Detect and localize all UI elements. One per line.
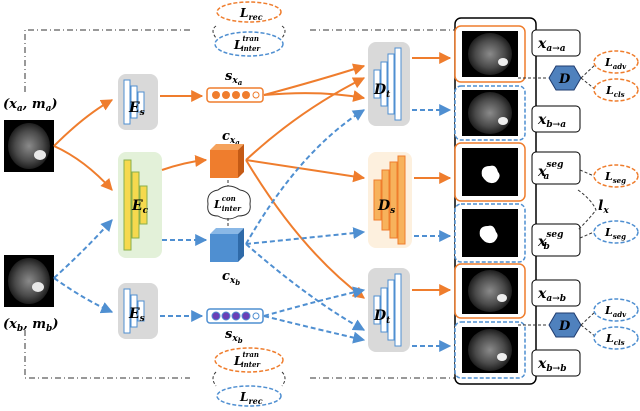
output-image-aa [454, 25, 526, 83]
arrow-ec-to-ca [161, 155, 208, 171]
loss-adv-bottom: Ladv [593, 298, 639, 322]
svg-text:Lrec: Lrec [239, 6, 263, 22]
decoder-segmentation: Ds [368, 152, 412, 248]
arrow-xa-to-es [53, 99, 114, 147]
svg-text:D: D [558, 72, 571, 87]
svg-text:Es: Es [128, 100, 145, 118]
svg-text:Dt: Dt [373, 82, 391, 100]
style-code-b: sxb [206, 308, 264, 345]
style-encoder-a: Es [118, 74, 158, 130]
arrow-sa-to-dt-top [263, 63, 366, 96]
loss-seg-top: Lseg [579, 164, 639, 188]
svg-text:D: D [558, 319, 571, 334]
output-image-seg-a [454, 142, 526, 202]
svg-text:sxa: sxa [225, 69, 243, 87]
svg-text:cxa: cxa [222, 129, 240, 147]
svg-text:cxb: cxb [222, 269, 240, 287]
arrow-sb-to-dt-bot2 [263, 315, 366, 344]
style-code-a: sxa [206, 69, 264, 103]
svg-text:xb→a: xb→a [537, 112, 566, 130]
output-label-ab: xa→b [531, 279, 581, 307]
loss-adv-top: Ladv [593, 50, 639, 74]
discriminator-bottom: D [518, 310, 597, 338]
svg-text:xa→b: xa→b [537, 286, 566, 304]
decoder-bottom: Dt [368, 268, 410, 352]
arrow-ca-to-ds [245, 159, 366, 183]
arrow-ca-to-dt-bot [245, 159, 365, 299]
arrow-xb-to-es [53, 277, 114, 314]
svg-text:Lrec: Lrec [239, 390, 263, 406]
decoder-top: Dt [368, 42, 410, 126]
output-image-ab [454, 263, 526, 319]
arrow-ca-to-dt-top [245, 77, 366, 161]
svg-text:Lcls: Lcls [605, 332, 625, 347]
svg-text:xb→b: xb→b [537, 356, 567, 374]
loss-bracket-top-right [281, 25, 286, 39]
svg-text:Ladv: Ladv [604, 304, 627, 319]
input-image-a [4, 120, 54, 172]
loss-bracket-top-left [212, 25, 217, 39]
arrow-cb-to-ds [245, 227, 366, 245]
content-encoder: Ec [118, 152, 162, 258]
arrow-xb-to-ec [53, 219, 113, 279]
svg-text:xa→a: xa→a [537, 36, 566, 54]
reconstruction-loop-top [24, 29, 460, 92]
loss-seg-bottom: Lseg [579, 220, 639, 244]
output-image-bb [454, 321, 526, 379]
loss-bracket-bottom-right [281, 371, 286, 387]
svg-text:Lcls: Lcls [605, 84, 625, 99]
loss-bracket-bottom-left [212, 371, 217, 387]
arrow-cb-to-dt-bot [245, 243, 366, 331]
input-b-label: (xb, mb) [3, 317, 58, 334]
svg-text:Ds: Ds [377, 198, 395, 216]
content-code-b: cxb [210, 228, 244, 287]
style-encoder-b: Es [118, 283, 158, 339]
output-image-ba [454, 85, 526, 141]
input-a-label: (xa, ma) [3, 97, 58, 114]
content-code-a: cxa [210, 129, 244, 178]
svg-text:Ladv: Ladv [604, 56, 627, 71]
loss-lx: lx [577, 189, 609, 231]
svg-text:Lseg: Lseg [604, 226, 626, 241]
output-image-seg-b [454, 203, 526, 263]
svg-text:Ec: Ec [131, 198, 149, 216]
output-label-aa: xa→a [531, 29, 581, 57]
svg-text:lx: lx [598, 198, 609, 216]
loss-cls-bottom: Lcls [593, 326, 639, 350]
loss-rec-bottom: Lrec [216, 385, 282, 407]
svg-text:Lseg: Lseg [604, 170, 626, 185]
arrow-sb-to-dt-bot [263, 286, 366, 317]
output-label-ba: xb→a [531, 105, 581, 133]
svg-text:Es: Es [128, 306, 145, 324]
arrow-xa-to-ec [53, 145, 113, 191]
arrow-sa-to-dt-top2 [263, 90, 366, 102]
loss-cls-top: Lcls [593, 78, 639, 102]
arrow-cb-to-dt-top [245, 109, 366, 245]
output-label-bb: xb→b [531, 349, 581, 377]
svg-text:sxb: sxb [225, 327, 243, 345]
svg-text:Dt: Dt [373, 308, 391, 326]
reconstruction-loop-bottom [24, 330, 460, 379]
input-image-b [4, 255, 54, 307]
discriminator-top: D [518, 63, 597, 91]
loss-rec-top: Lrec [216, 1, 282, 23]
